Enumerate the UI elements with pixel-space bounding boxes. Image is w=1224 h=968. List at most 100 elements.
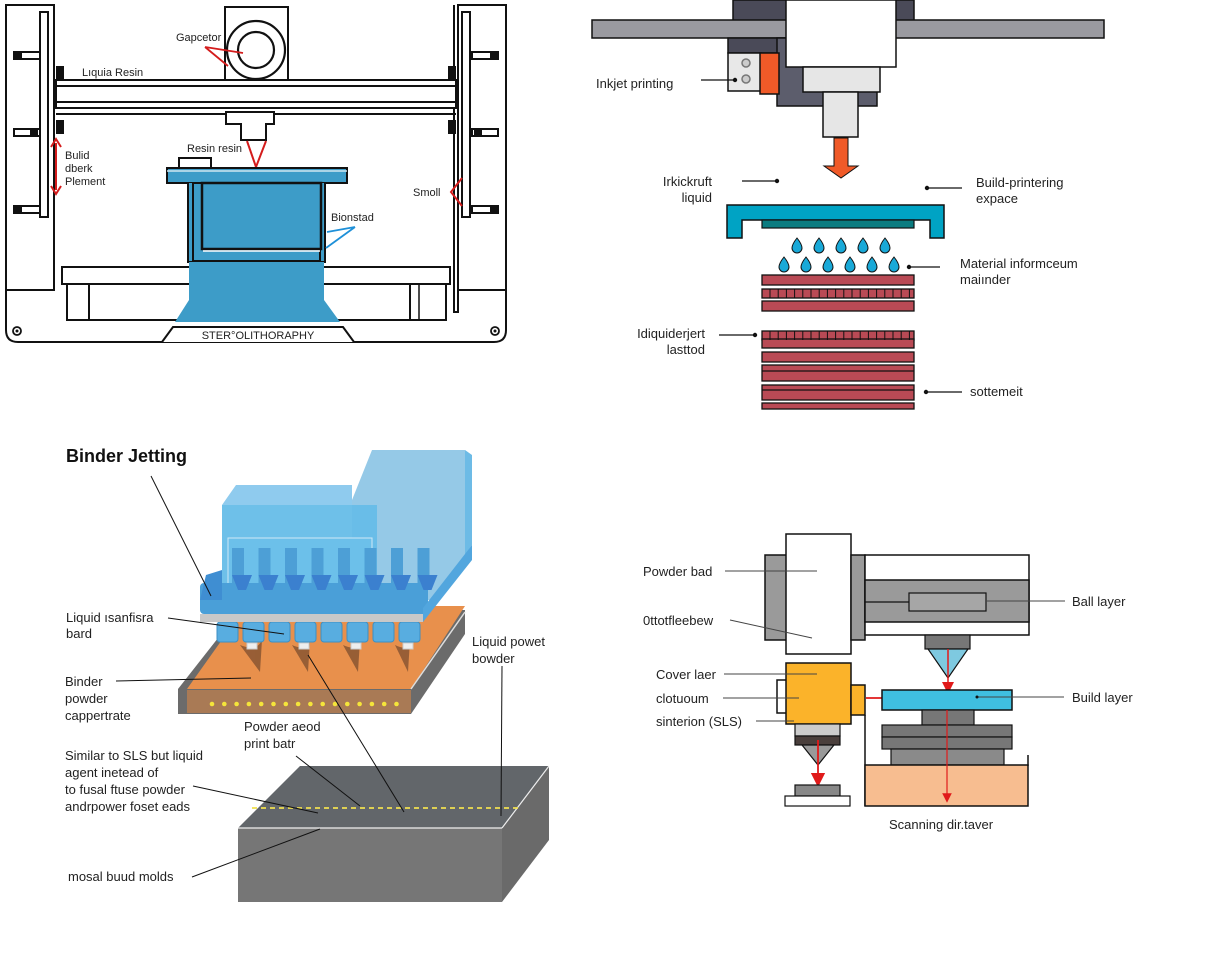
head-tooth <box>417 575 438 590</box>
powder-dot <box>234 701 239 707</box>
head-fin <box>364 548 377 583</box>
label-binder-3: cappertrate <box>65 708 131 723</box>
droplet <box>791 237 803 254</box>
label-resin-resin: Resin resin <box>187 143 242 155</box>
label-inkickruft-2: liquid <box>682 190 712 205</box>
label-build-layer: Build layer <box>1072 690 1133 705</box>
label-material-2: maiınder <box>960 272 1011 287</box>
label-liquid-resin: Lıquia Resin <box>82 67 143 79</box>
nozzle <box>346 621 369 643</box>
label-powder-aeod-2: print batr <box>244 736 296 751</box>
sla-resin-column <box>175 262 340 322</box>
nozzle-tip <box>350 642 362 650</box>
label-scanning: Scanning dir.taver <box>889 817 994 832</box>
nozzle-tip <box>402 642 414 650</box>
powder-dot <box>271 701 276 707</box>
powder-dot <box>357 701 362 707</box>
powder-dot <box>332 701 338 707</box>
label-build-printering-1: Build-printering <box>976 175 1063 190</box>
head-tooth <box>391 575 411 590</box>
inkjet-panel: Inkjet printing Irkickruft liquid Build-… <box>591 0 1105 410</box>
head-fin <box>391 548 403 583</box>
label-similar-2: agent inetead of <box>65 765 159 780</box>
powder-dot <box>308 701 313 707</box>
head-tooth <box>364 575 385 590</box>
nozzle <box>294 621 317 643</box>
nozzle <box>372 621 395 643</box>
droplet <box>800 256 812 273</box>
label-similar-4: andrpower foset eads <box>65 799 191 814</box>
binder-leaders <box>115 475 503 878</box>
binder-yellow-dots <box>209 701 399 707</box>
powder-dot <box>381 701 387 707</box>
droplet <box>813 237 825 254</box>
binder-head-fins <box>232 548 430 583</box>
label-inkickruft-1: Irkickruft <box>663 174 713 189</box>
head-tooth <box>285 575 305 590</box>
label-powder-aeod-1: Powder aeod <box>244 719 321 734</box>
sla-top-rail <box>55 79 457 109</box>
binder-head-teeth <box>232 575 438 590</box>
binder-head-right-box <box>352 450 465 600</box>
label-build-3: Plement <box>65 176 105 188</box>
droplet <box>778 256 790 273</box>
head-fin <box>232 548 244 583</box>
label-capacitor: Gapcetor <box>176 32 222 44</box>
head-fin <box>311 548 324 583</box>
label-bionstad: Bionstad <box>331 212 374 224</box>
label-liquid-power-1: Liquid powet <box>472 634 545 649</box>
label-build-2: dberk <box>65 163 93 175</box>
label-liquid-sanfisra-2: bard <box>66 626 92 641</box>
binder-jetting-title: Binder Jetting <box>66 446 187 466</box>
powder-dot <box>258 701 264 707</box>
powder-dot <box>283 701 289 707</box>
label-sinterion: sinterion (SLS) <box>656 714 742 729</box>
label-liquid-sanfisra-1: Liquid ısanfisra <box>66 610 154 625</box>
label-small: Smoll <box>413 187 441 199</box>
head-tooth <box>311 575 332 590</box>
droplet <box>822 256 834 273</box>
sls-leaders <box>723 570 1065 722</box>
powder-dot <box>394 701 399 707</box>
droplet <box>866 256 878 273</box>
sls-powder-hopper <box>785 533 852 655</box>
inkjet-layer-ticks <box>769 289 910 340</box>
sla-print-head <box>225 111 275 141</box>
label-similar-3: to fusal ftuse powder <box>65 782 186 797</box>
sla-footer-plate <box>161 326 355 343</box>
sls-ball-layer-cell <box>908 592 987 612</box>
powder-dot <box>295 701 301 707</box>
droplet <box>835 237 847 254</box>
label-mosal-molds: mosal buud molds <box>68 869 174 884</box>
label-build-1: Bulid <box>65 150 89 162</box>
sls-build-layer <box>881 689 1013 711</box>
label-binder-1: Binder <box>65 674 103 689</box>
nozzle-tip <box>246 642 258 650</box>
sls-yellow-scanner <box>785 662 852 725</box>
binder-mold-block-side <box>502 766 549 902</box>
inkjet-orange-block <box>759 52 780 95</box>
binder-powder-bed-front <box>187 690 411 713</box>
nozzle <box>320 621 343 643</box>
binder-jetting-panel: Binder Jetting <box>65 446 550 902</box>
label-similar-1: Similar to SLS but liquid <box>65 748 203 763</box>
stereolithography-panel: STER°OLITHORAPHY Gapcetor Lıquia Resin R… <box>5 4 507 343</box>
label-liquiderjert-2: lasttod <box>667 342 705 357</box>
head-fin <box>285 548 297 583</box>
head-fin <box>417 548 430 583</box>
droplet <box>857 237 869 254</box>
label-binder-2: powder <box>65 691 108 706</box>
inkjet-down-arrow <box>822 137 860 179</box>
inkjet-head-body <box>785 0 897 68</box>
powder-dot <box>246 701 252 707</box>
label-liquiderjert-1: Idiquiderjert <box>637 326 705 341</box>
label-clotuoum: clotuoum <box>656 691 709 706</box>
label-powder-bad: Powder bad <box>643 564 712 579</box>
label-liquid-power-2: bowder <box>472 651 515 666</box>
binder-head-silver-strip <box>200 614 423 622</box>
nozzle <box>242 621 265 643</box>
head-tooth <box>232 575 252 590</box>
droplet <box>888 256 900 273</box>
label-build-printering-2: expace <box>976 191 1018 206</box>
